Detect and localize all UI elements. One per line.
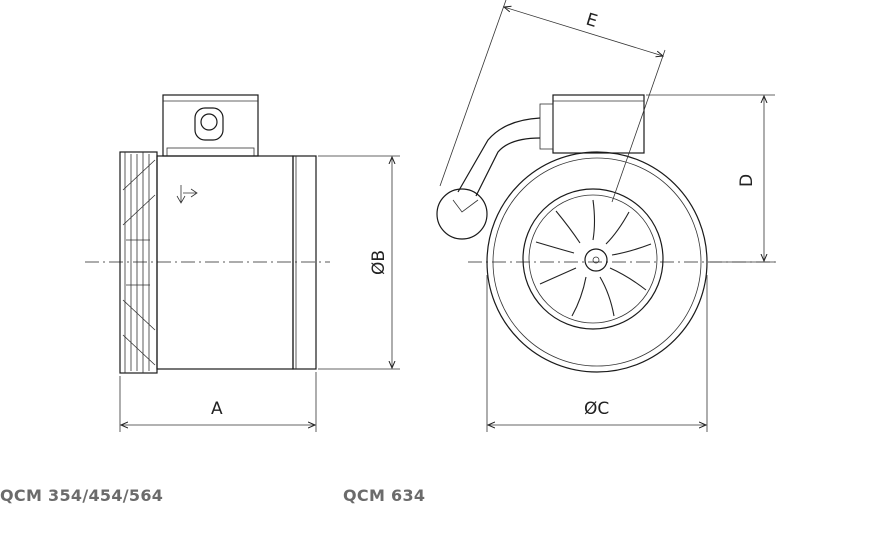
impeller-blades bbox=[535, 199, 652, 317]
left-model-caption: QCM 354/454/564 bbox=[0, 486, 164, 505]
dimension-d: D bbox=[646, 94, 775, 263]
housing-outer bbox=[486, 151, 708, 373]
dim-e-label: E bbox=[584, 10, 600, 32]
dimension-e: E bbox=[439, 0, 666, 203]
dim-c-label: ØC bbox=[584, 399, 609, 419]
left-inlet-ribs bbox=[119, 151, 158, 374]
impeller-ring bbox=[522, 188, 664, 330]
dimension-a: A bbox=[119, 372, 317, 432]
right-fan-front-view: ØC D E bbox=[436, 0, 780, 432]
dimension-b: ØB bbox=[318, 155, 400, 370]
hub bbox=[584, 248, 608, 272]
dim-b-label: ØB bbox=[369, 250, 389, 275]
airflow-direction-icon bbox=[176, 185, 198, 204]
dim-a-label: A bbox=[211, 399, 223, 419]
dimension-c: ØC bbox=[486, 275, 708, 432]
right-terminal-box bbox=[539, 94, 645, 154]
dim-d-label: D bbox=[737, 174, 757, 187]
left-terminal-box bbox=[162, 94, 259, 157]
cable-bracket bbox=[436, 117, 541, 240]
right-model-caption: QCM 634 bbox=[343, 486, 426, 505]
left-fan-side-view: A ØB bbox=[85, 94, 400, 432]
